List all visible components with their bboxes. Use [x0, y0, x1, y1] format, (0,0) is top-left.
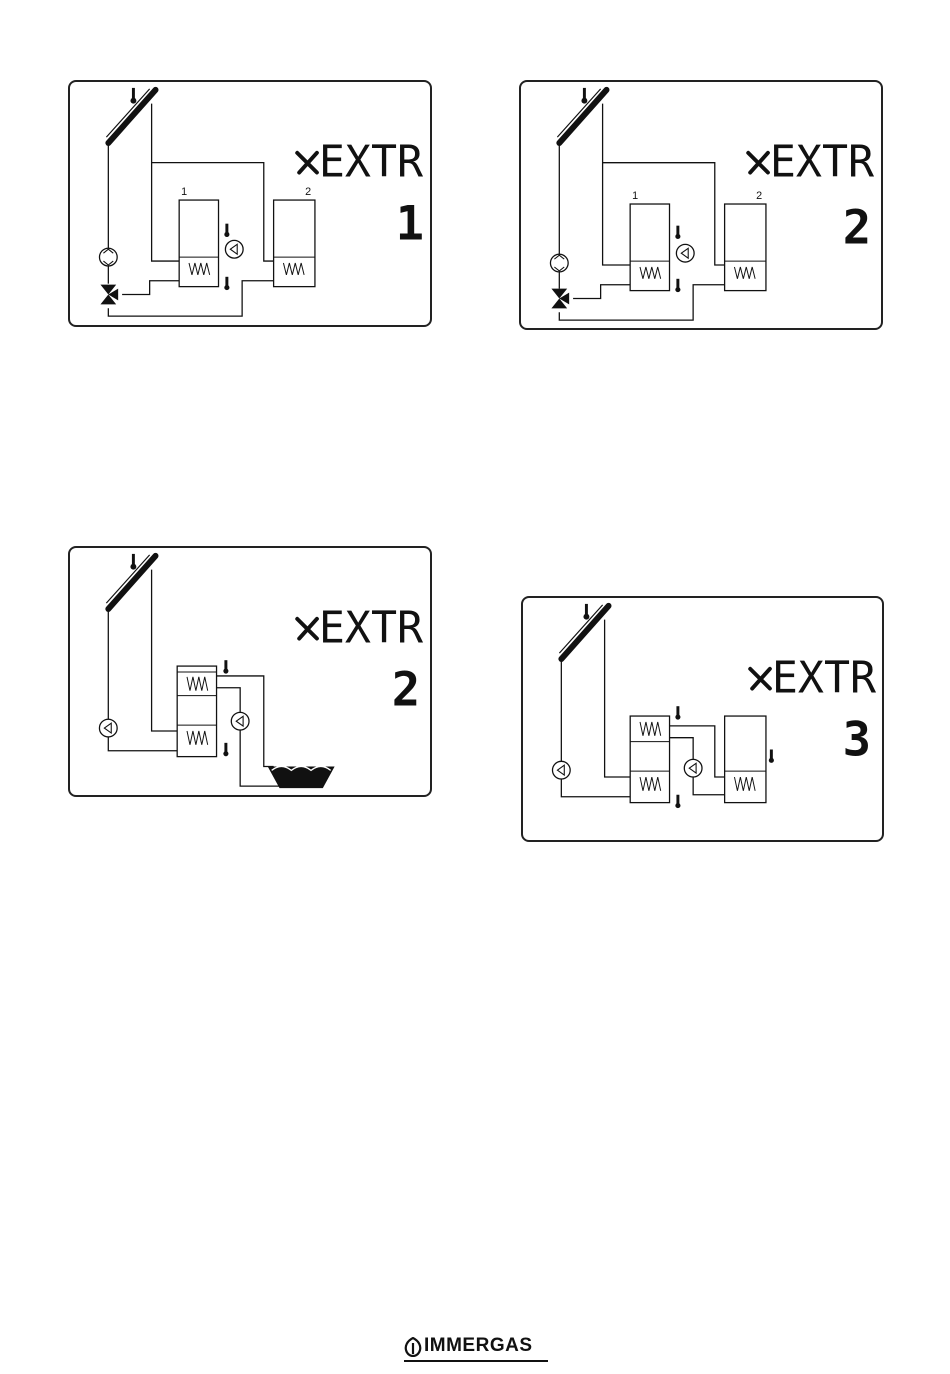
- tank-1: [179, 200, 218, 287]
- tank-b: [725, 716, 766, 803]
- thermometer-icon: [583, 604, 589, 620]
- tool-icon: [297, 619, 317, 639]
- thermometer-icon: [130, 88, 136, 104]
- pump-icon: [99, 719, 117, 737]
- tool-icon: [750, 669, 770, 689]
- tool-icon: [748, 153, 768, 173]
- thermometer-icon: [581, 88, 587, 104]
- lcd-panel-2: 1 2 EXTR 2: [519, 80, 883, 330]
- tank-2-label: 2: [756, 190, 762, 202]
- solar-collector-icon: [559, 605, 608, 659]
- mode-code-3: EXTR: [319, 603, 424, 653]
- mode-number-2: 2: [843, 200, 871, 255]
- mode-code-1: EXTR: [319, 137, 424, 187]
- lcd-panel-3: EXTR 2: [68, 546, 432, 797]
- flame-logo-icon: [404, 1337, 422, 1357]
- tank-1-label: 1: [181, 186, 187, 198]
- tank-1-label: 1: [632, 190, 638, 202]
- solar-collector-icon: [106, 555, 155, 609]
- diagram-3: EXTR 2: [70, 548, 430, 795]
- lcd-panel-1: 1 2 EXTR 1: [68, 80, 432, 327]
- mode-number-4: 3: [843, 712, 871, 767]
- lcd-panel-4: EXTR 3: [521, 596, 884, 842]
- pump-icon: [550, 254, 568, 272]
- tool-icon: [297, 153, 317, 173]
- thermometer-icon: [130, 554, 136, 570]
- tank-2-label: 2: [305, 186, 311, 198]
- mode-number-3: 2: [392, 662, 420, 717]
- mode-code-4: EXTR: [772, 653, 877, 703]
- pump-icon: [552, 761, 570, 779]
- brand-name: IMMERGAS: [424, 1335, 533, 1357]
- tank-2: [274, 200, 315, 287]
- pump-icon: [99, 248, 117, 266]
- diagram-4: EXTR 3: [523, 598, 882, 840]
- tank-dual-coil: [177, 666, 216, 757]
- three-way-valve-icon: [100, 285, 118, 305]
- solar-collector-icon: [557, 89, 606, 143]
- solar-collector-icon: [106, 89, 155, 143]
- diagram-1: 1 2 EXTR 1: [70, 82, 430, 325]
- tank-2: [725, 204, 766, 291]
- brand-logo: IMMERGAS: [404, 1334, 548, 1362]
- tank-1: [630, 204, 669, 291]
- pool-icon: [268, 766, 335, 788]
- mode-number-1: 1: [396, 196, 424, 251]
- diagram-2: 1 2 EXTR 2: [521, 82, 881, 328]
- three-way-valve-icon: [551, 289, 569, 309]
- mode-code-2: EXTR: [770, 137, 875, 187]
